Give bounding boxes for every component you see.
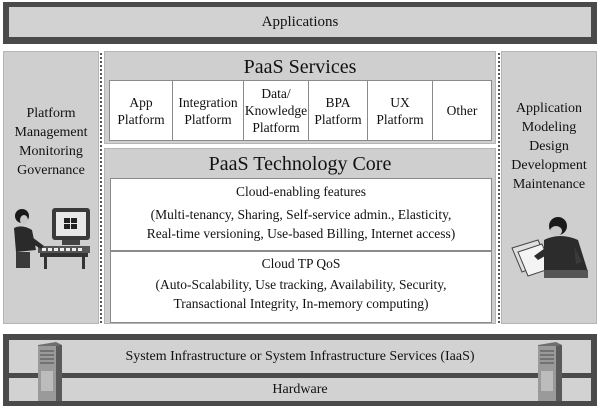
side-line: Management — [14, 125, 88, 140]
service-line: Platform — [184, 111, 232, 127]
service-line: UX — [390, 94, 410, 110]
side-line: Modeling — [521, 120, 577, 135]
cloud-enabling-line: Real-time versioning, Use-based Billing,… — [146, 226, 456, 241]
qos-heading: Cloud TP QoS — [261, 256, 341, 271]
platform-management-text: Platform Management Monitoring Governanc… — [4, 104, 98, 180]
side-line: Maintenance — [512, 177, 586, 192]
right-divider — [498, 53, 500, 323]
iaas-layer: System Infrastructure or System Infrastr… — [9, 340, 591, 373]
server-icon — [538, 342, 562, 401]
side-line: Monitoring — [19, 144, 83, 159]
cloud-enabling-line: (Multi-tenancy, Sharing, Self-service ad… — [150, 207, 452, 222]
server-icon — [38, 342, 62, 401]
qos-line: (Auto-Scalability, Use tracking, Availab… — [155, 277, 447, 292]
side-line: Design — [529, 139, 569, 154]
person-at-computer-icon — [14, 208, 90, 269]
service-line: App — [129, 94, 153, 110]
service-line: Data/ — [261, 86, 291, 101]
service-line: Platform — [252, 120, 300, 135]
side-line: Application — [515, 101, 583, 116]
hardware-label: Hardware — [272, 381, 328, 397]
hardware-layer: Hardware — [9, 378, 591, 401]
service-line: BPA — [325, 94, 351, 110]
side-line: Platform — [26, 106, 76, 121]
paas-core-title: PaaS Technology Core — [208, 152, 392, 175]
applications-label: Applications — [261, 13, 339, 30]
paas-technology-core-panel: PaaS Technology Core Cloud-enabling feat… — [104, 148, 496, 324]
side-line: Governance — [17, 163, 85, 178]
service-line: Knowledge — [244, 103, 308, 118]
side-line: Development — [511, 158, 587, 173]
service-line: Platform — [376, 111, 424, 127]
qos-line: Transactional Integrity, In-memory compu… — [173, 296, 429, 311]
service-line: Platform — [117, 111, 165, 127]
service-line: Other — [446, 103, 478, 118]
application-lifecycle-panel: Application Modeling Design Development … — [501, 51, 597, 324]
service-line: Integration — [178, 94, 238, 110]
person-reading-icon — [511, 217, 588, 278]
left-divider — [100, 53, 102, 323]
service-other: Other — [432, 80, 492, 141]
applications-layer: Applications — [9, 7, 591, 37]
platform-management-panel: Platform Management Monitoring Governanc… — [3, 51, 99, 324]
service-line: Platform — [314, 111, 362, 127]
cloud-enabling-features-box: Cloud-enabling features (Multi-tenancy, … — [110, 178, 492, 251]
paas-services-title: PaaS Services — [243, 55, 357, 78]
iaas-label: System Infrastructure or System Infrastr… — [125, 348, 475, 364]
cloud-tp-qos-box: Cloud TP QoS (Auto-Scalability, Use trac… — [110, 251, 492, 323]
application-lifecycle-text: Application Modeling Design Development … — [502, 99, 596, 194]
cloud-enabling-heading: Cloud-enabling features — [235, 184, 367, 199]
